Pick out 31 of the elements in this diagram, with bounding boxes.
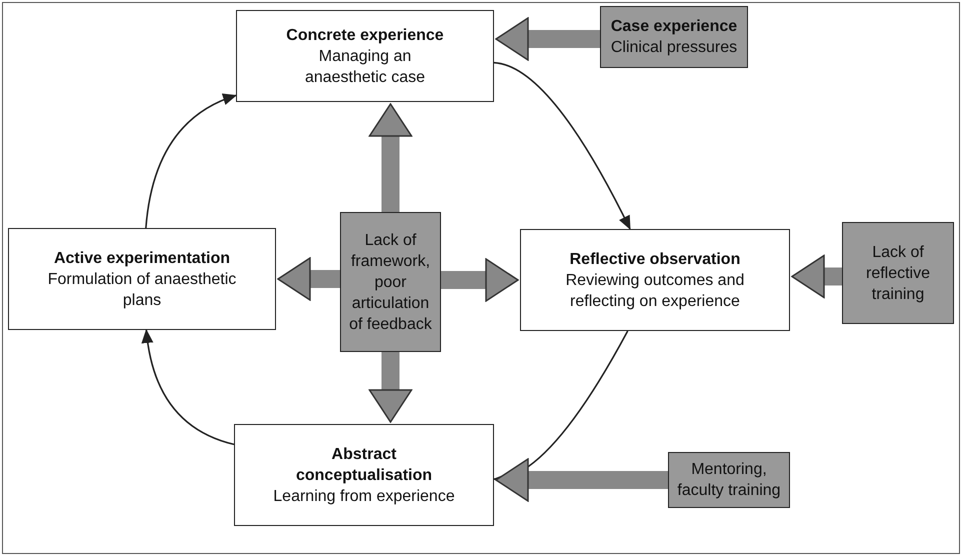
box-text: Learning from experience — [273, 486, 455, 506]
block-arrow — [495, 17, 600, 61]
box-heading: Abstract conceptualisation — [294, 444, 434, 486]
factor-box — [600, 6, 748, 68]
box-text: Lack of framework, poor articulation of feedback — [348, 230, 433, 334]
box-heading: Case experience — [610, 17, 738, 37]
box-text: Reviewing outcomes and reflecting on experience — [564, 270, 746, 312]
block-arrow — [495, 458, 668, 502]
box-text: Clinical pressures — [610, 38, 738, 58]
box-text: Formulation of anaesthetic plans — [46, 270, 238, 310]
arrow — [494, 62, 631, 230]
factor-box — [340, 212, 441, 352]
arrow — [145, 94, 237, 228]
box-text: Managing an anaesthetic case — [304, 46, 426, 88]
process-box — [236, 10, 494, 102]
factor-box — [842, 222, 954, 324]
box-heading: Concrete experience — [286, 26, 444, 46]
block-arrow — [441, 258, 519, 302]
process-box — [234, 424, 494, 526]
block-arrow — [277, 257, 340, 301]
box-heading: Reflective observation — [570, 250, 740, 270]
block-arrow — [368, 103, 412, 212]
box-text: Lack of reflective training — [864, 242, 932, 304]
process-box — [8, 228, 276, 330]
block-arrow — [791, 254, 842, 298]
block-arrow — [368, 352, 412, 423]
box-text: Mentoring, faculty training — [676, 460, 782, 501]
process-box — [520, 229, 790, 331]
factor-box — [668, 452, 790, 508]
arrow — [142, 329, 234, 446]
box-heading: Active experimentation — [54, 248, 230, 268]
